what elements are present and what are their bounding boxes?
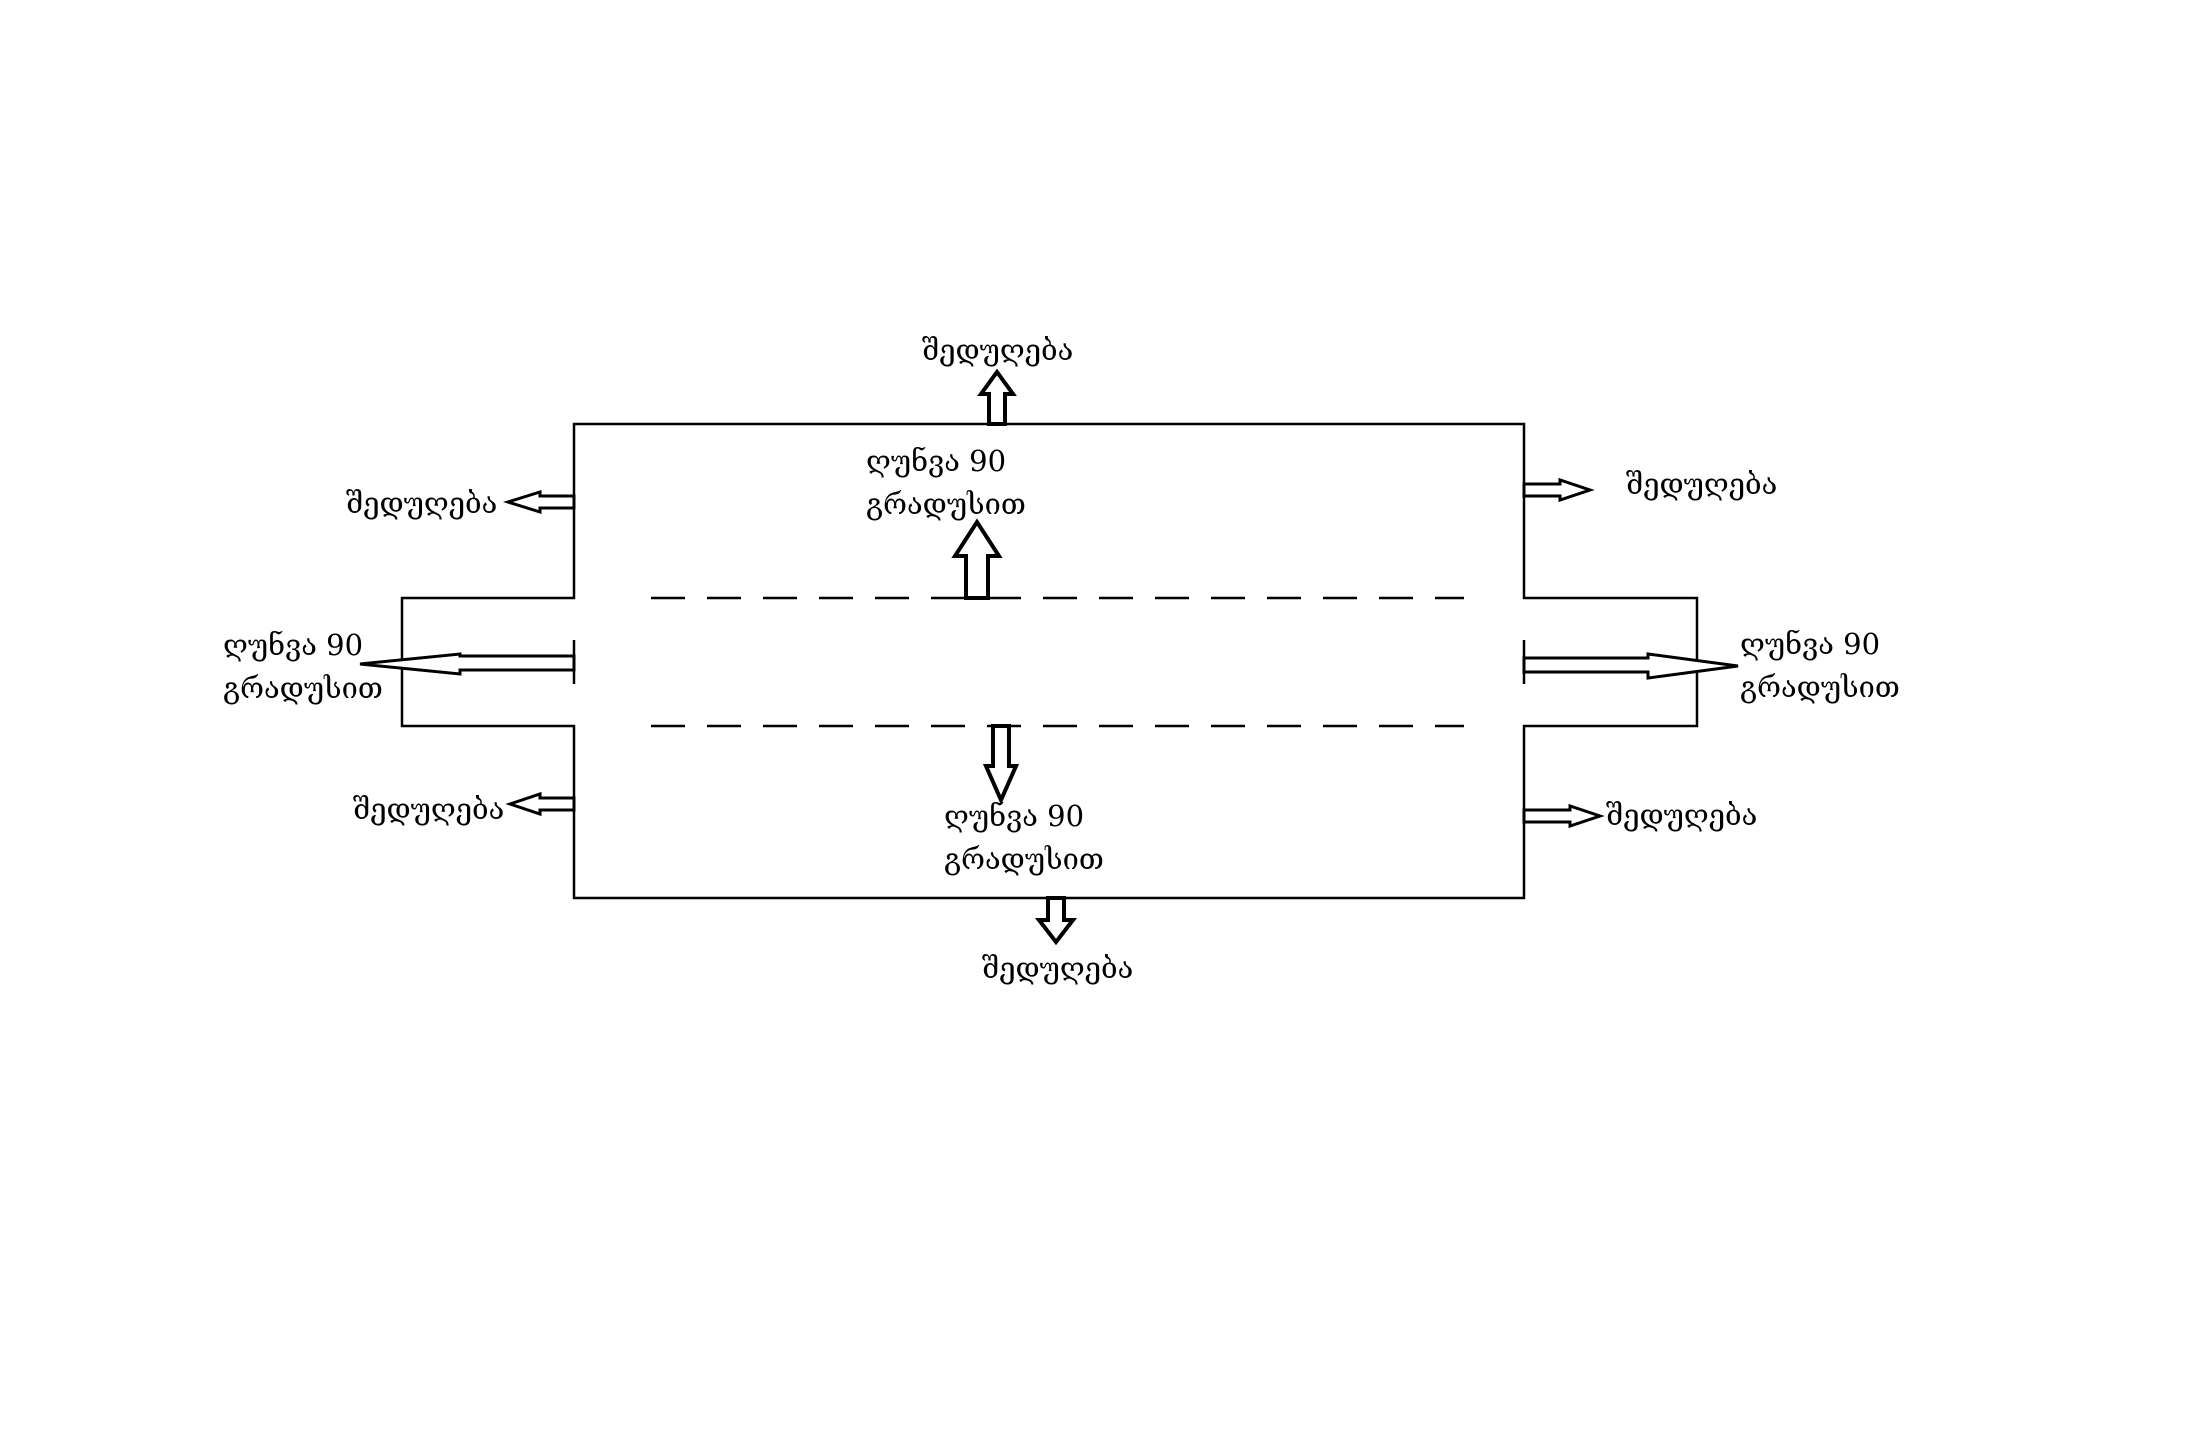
label-bend-right-line2: გრადუსით — [1740, 670, 1900, 704]
arrow-right-bend-icon — [1522, 652, 1739, 680]
label-bend-left-line1: ღუნვა 90 — [223, 628, 363, 662]
label-heating-left-lower: შედუღება — [353, 792, 504, 826]
label-bend-bottom-line2: გრადუსით — [944, 842, 1104, 876]
label-heating-left-upper: შედუღება — [346, 486, 497, 520]
arrow-down-bend-bottom-icon — [982, 724, 1020, 805]
arrow-right-upper-heating-icon — [1522, 477, 1595, 503]
arrow-right-lower-heating-icon — [1522, 803, 1605, 829]
arrow-left-lower-heating-icon — [505, 791, 576, 817]
arrow-up-bend-top-icon — [951, 518, 1003, 600]
label-heating-bottom: შედუღება — [982, 951, 1133, 985]
label-bend-bottom-line1: ღუნვა 90 — [944, 799, 1084, 833]
label-bend-top-line1: ღუნვა 90 — [866, 444, 1006, 478]
label-bend-top-line2: გრადუსით — [866, 487, 1026, 521]
label-bend-right-line1: ღუნვა 90 — [1740, 627, 1880, 661]
arrow-up-top-heating-icon — [977, 368, 1017, 426]
label-bend-left-line2: გრადუსით — [223, 671, 383, 705]
arrow-down-bottom-heating-icon — [1034, 896, 1078, 946]
label-heating-right-lower: შედუღება — [1606, 798, 1757, 832]
arrow-left-upper-heating-icon — [502, 489, 576, 515]
sheet-outline — [400, 422, 1699, 900]
arrow-left-bend-icon — [359, 652, 576, 676]
label-heating-top: შედუღება — [922, 333, 1073, 367]
label-heating-right-upper: შედუღება — [1626, 467, 1777, 501]
